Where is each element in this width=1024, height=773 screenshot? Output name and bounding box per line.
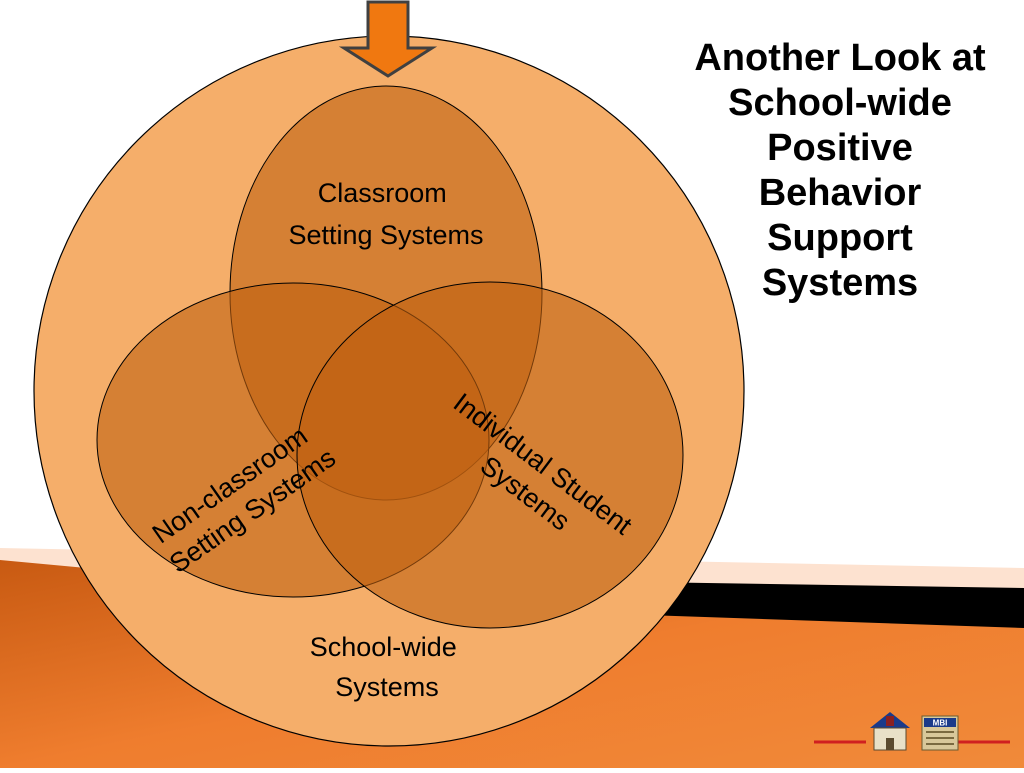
outer-circle-label: School-wide Systems: [310, 632, 465, 702]
title-line: Systems: [761, 262, 919, 304]
slide-title: Another Look at School-wide Positive Beh…: [660, 36, 1020, 306]
title-line: School-wide: [728, 82, 952, 124]
title-line: Behavior: [758, 172, 922, 214]
down-arrow-icon: [338, 0, 438, 78]
logo-text: MBI: [933, 719, 948, 728]
right-ellipse: [296, 281, 684, 629]
title-line: Support: [767, 217, 913, 259]
mbi-logo: MBI: [814, 712, 1010, 751]
top-ellipse-label: Classroom Setting Systems: [288, 178, 483, 250]
title-line: Positive: [767, 127, 913, 169]
schoolhouse-icon: [870, 712, 910, 751]
title-line: Another Look at: [694, 37, 986, 79]
